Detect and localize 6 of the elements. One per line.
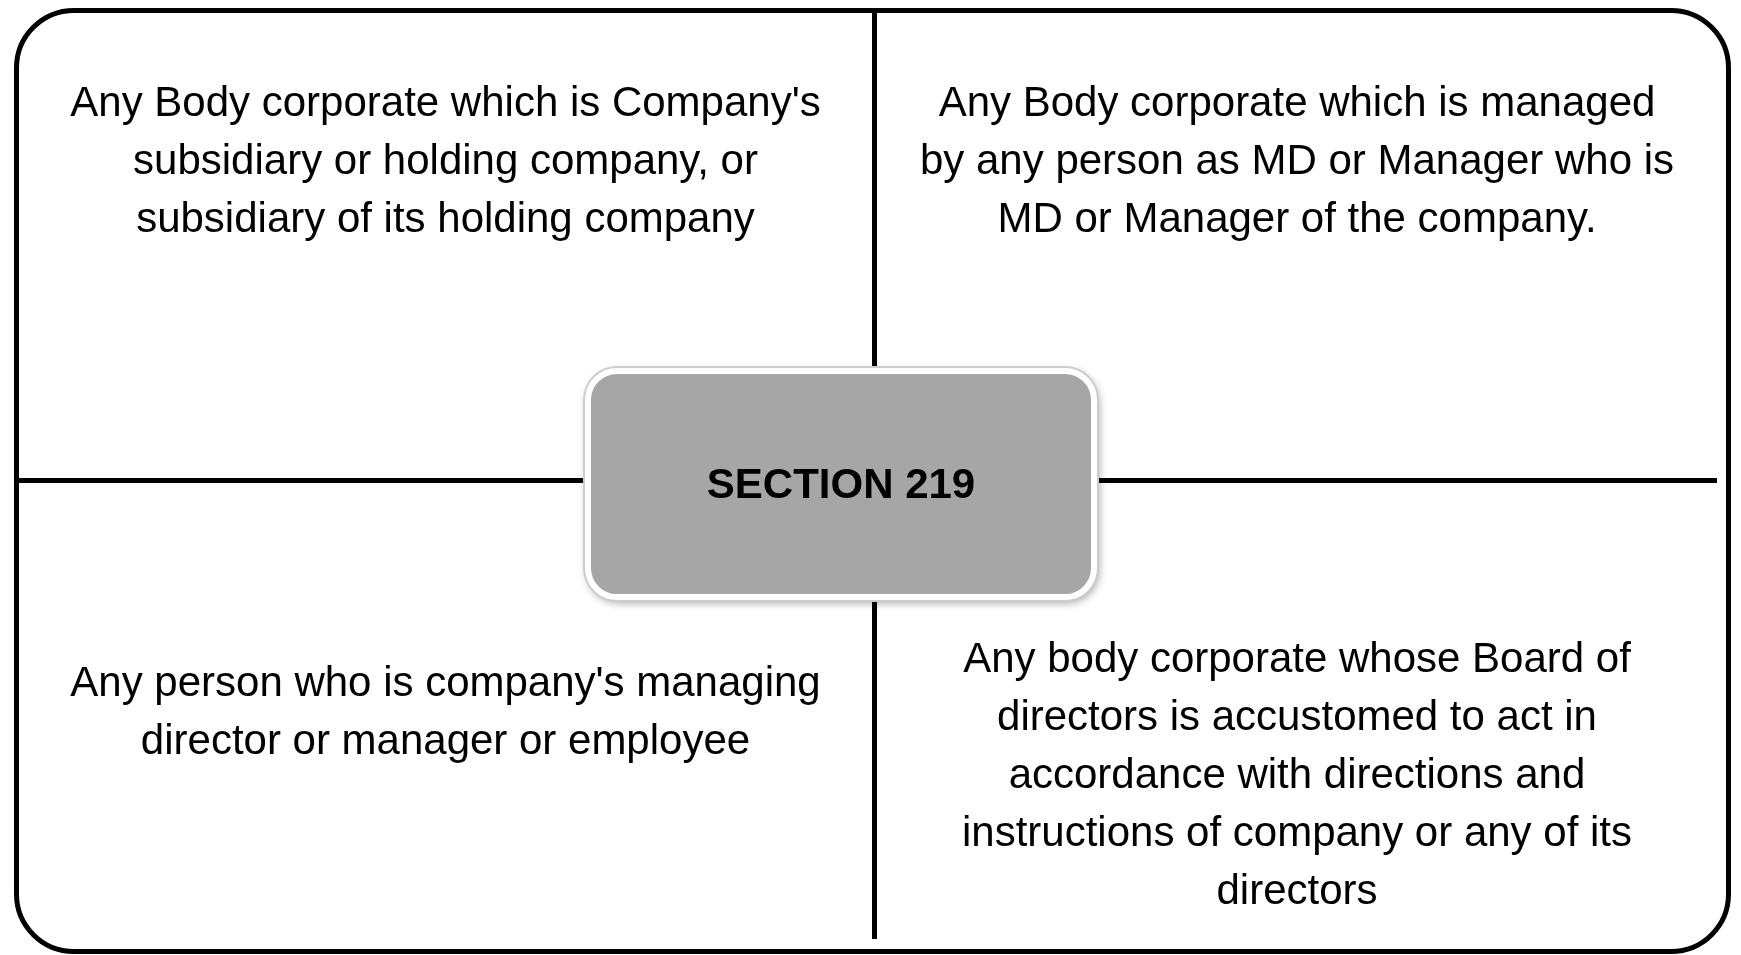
quadrant-text: Any body corporate whose Board of directors is accustomed to act in accordance with directions and instructions of company or any of its directors <box>961 633 1633 915</box>
center-box <box>585 368 1097 600</box>
quadrant-text: Any Body corporate which is managed by any person as MD or Manager who is MD or Manager of the company. <box>919 77 1675 243</box>
quadrant-text: Any person who is company's managing director or manager or employee <box>69 657 822 765</box>
section-title: SECTION 219 <box>706 460 976 508</box>
quadrant-text: Any Body corporate which is Company's subsidiary or holding company, or subsidiary of its holding company <box>69 77 822 243</box>
